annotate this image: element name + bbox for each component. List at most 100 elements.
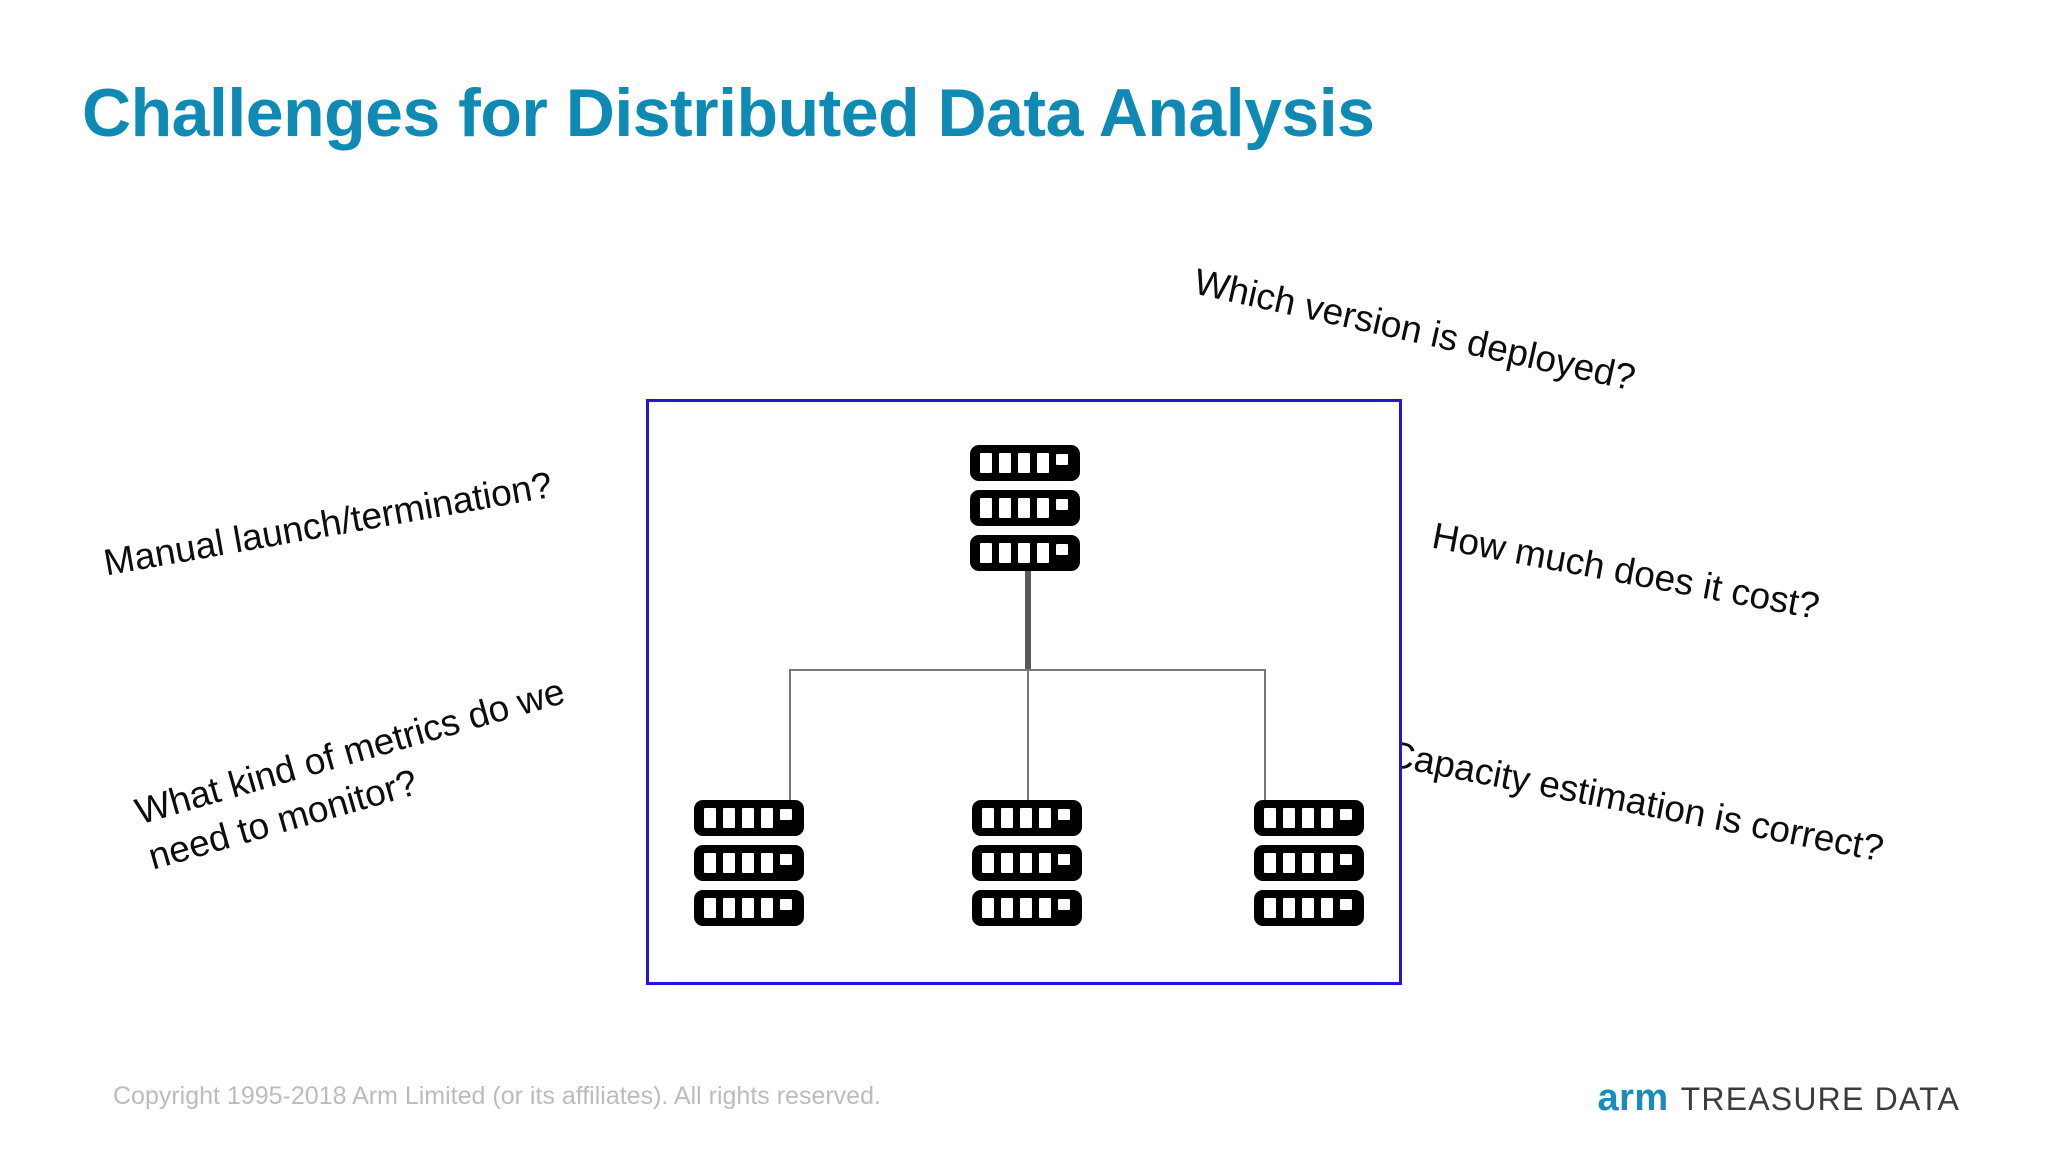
- worker-server-stack-1: [694, 800, 804, 926]
- connector-drop-right: [1264, 669, 1266, 816]
- server-icon: [1254, 800, 1364, 836]
- connector-drop-left: [789, 669, 791, 800]
- server-status-indicator: [1340, 899, 1352, 910]
- server-status-indicator: [1340, 809, 1352, 820]
- server-led-group: [982, 808, 1051, 828]
- server-led: [1283, 808, 1295, 828]
- server-led: [1018, 453, 1030, 473]
- arm-treasure-data-logo: arm TREASURE DATA: [1597, 1077, 1960, 1120]
- server-led: [1264, 898, 1276, 918]
- server-led: [1302, 853, 1314, 873]
- server-led-group: [982, 898, 1051, 918]
- server-led: [1037, 543, 1049, 563]
- server-led: [1001, 853, 1013, 873]
- server-led: [1020, 853, 1032, 873]
- server-status-indicator: [1056, 544, 1068, 555]
- server-led: [1020, 898, 1032, 918]
- cluster-diagram-frame: [646, 399, 1402, 985]
- server-icon: [694, 845, 804, 881]
- server-led: [742, 853, 754, 873]
- server-icon: [694, 800, 804, 836]
- server-led: [1302, 808, 1314, 828]
- server-icon: [1254, 890, 1364, 926]
- server-led: [1037, 498, 1049, 518]
- server-led: [704, 853, 716, 873]
- server-led-group: [980, 498, 1049, 518]
- server-icon: [972, 845, 1082, 881]
- worker-server-stack-3: [1254, 800, 1364, 926]
- server-status-indicator: [1058, 854, 1070, 865]
- server-led: [1037, 453, 1049, 473]
- worker-server-stack-2: [972, 800, 1082, 926]
- server-led: [980, 543, 992, 563]
- annotation-manual-launch: Manual launch/termination?: [100, 464, 556, 584]
- server-led: [1018, 543, 1030, 563]
- server-status-indicator: [1058, 809, 1070, 820]
- server-status-indicator: [1056, 454, 1068, 465]
- server-led-group: [1264, 853, 1333, 873]
- server-led: [1321, 808, 1333, 828]
- server-led-group: [980, 543, 1049, 563]
- server-led: [999, 498, 1011, 518]
- server-icon: [970, 445, 1080, 481]
- server-status-indicator: [780, 899, 792, 910]
- server-led: [1302, 898, 1314, 918]
- server-status-indicator: [780, 809, 792, 820]
- server-led: [723, 898, 735, 918]
- server-led: [761, 808, 773, 828]
- connector-trunk-vertical: [1025, 552, 1031, 671]
- root-server-stack: [970, 445, 1080, 571]
- server-led: [1039, 808, 1051, 828]
- server-led: [1001, 898, 1013, 918]
- server-icon: [1254, 845, 1364, 881]
- connector-drop-center: [1027, 669, 1029, 816]
- server-led: [1283, 853, 1295, 873]
- server-icon: [694, 890, 804, 926]
- annotation-capacity-estimation: Capacity estimation is correct?: [1384, 732, 1887, 870]
- arm-wordmark: arm: [1597, 1077, 1669, 1119]
- server-led: [1321, 898, 1333, 918]
- server-led: [1001, 808, 1013, 828]
- server-led: [742, 898, 754, 918]
- server-led: [1283, 898, 1295, 918]
- server-led: [1020, 808, 1032, 828]
- server-led: [999, 453, 1011, 473]
- server-icon: [970, 490, 1080, 526]
- server-led: [742, 808, 754, 828]
- server-led: [1039, 853, 1051, 873]
- server-led: [704, 898, 716, 918]
- server-status-indicator: [1340, 854, 1352, 865]
- annotation-which-version: Which version is deployed?: [1190, 260, 1640, 399]
- annotation-how-much-cost: How much does it cost?: [1428, 514, 1823, 627]
- server-led: [982, 808, 994, 828]
- server-led-group: [1264, 898, 1333, 918]
- server-led: [1264, 808, 1276, 828]
- server-led: [723, 808, 735, 828]
- server-led: [761, 853, 773, 873]
- annotation-what-metrics: What kind of metrics do we need to monit…: [130, 668, 583, 881]
- server-led: [980, 453, 992, 473]
- server-led: [723, 853, 735, 873]
- treasure-data-wordmark: TREASURE DATA: [1680, 1081, 1960, 1117]
- server-icon: [972, 890, 1082, 926]
- server-icon: [970, 535, 1080, 571]
- server-led-group: [704, 808, 773, 828]
- server-icon: [972, 800, 1082, 836]
- server-led: [999, 543, 1011, 563]
- server-led: [982, 853, 994, 873]
- footer-copyright-text: Copyright 1995-2018 Arm Limited (or its …: [113, 1082, 881, 1110]
- server-led-group: [982, 853, 1051, 873]
- server-led: [980, 498, 992, 518]
- server-status-indicator: [780, 854, 792, 865]
- server-led-group: [1264, 808, 1333, 828]
- server-led-group: [704, 853, 773, 873]
- page-title: Challenges for Distributed Data Analysis: [82, 75, 1375, 151]
- server-status-indicator: [1056, 499, 1068, 510]
- server-led: [1264, 853, 1276, 873]
- server-status-indicator: [1058, 899, 1070, 910]
- server-led-group: [980, 453, 1049, 473]
- server-led: [1018, 498, 1030, 518]
- server-led-group: [704, 898, 773, 918]
- server-led: [1321, 853, 1333, 873]
